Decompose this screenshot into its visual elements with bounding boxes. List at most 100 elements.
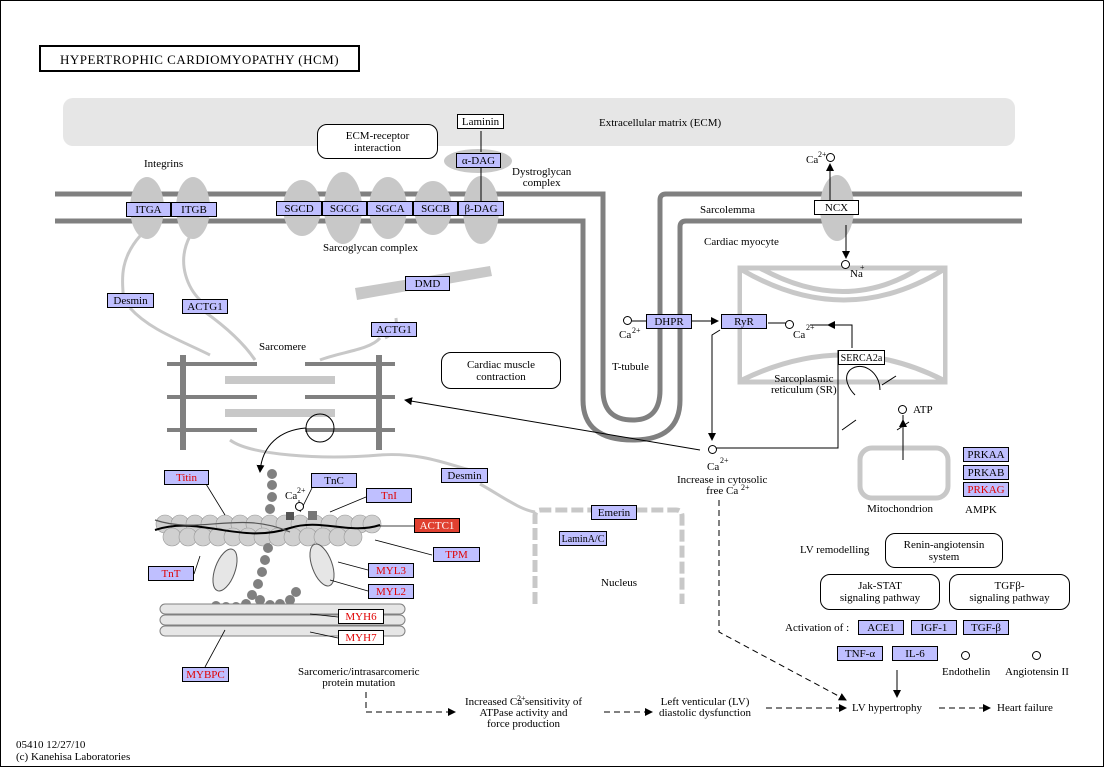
label-cardiac-myocyte: Cardiac myocyte xyxy=(704,236,779,248)
mitochondrion xyxy=(857,445,951,501)
compound-ca-ryr[interactable] xyxy=(785,320,794,329)
label-dystroglycan: Dystroglycan complex xyxy=(512,166,572,189)
map-cardiac-contraction[interactable]: Cardiac muscle contraction xyxy=(441,352,561,389)
label-ca-ryr: Ca xyxy=(793,329,806,341)
superscript-2plus: 2+ xyxy=(632,326,641,335)
gene-ncx[interactable]: NCX xyxy=(814,200,859,215)
map-renin-angiotensin[interactable]: Renin-angiotensin system xyxy=(885,533,1003,568)
gene-itgb[interactable]: ITGB xyxy=(171,202,217,217)
superscript-plus: + xyxy=(860,263,865,272)
map-ecm-receptor[interactable]: ECM-receptor interaction xyxy=(317,124,438,159)
label-ca-ncx: Ca xyxy=(806,154,819,166)
label-ca-dhpr: Ca xyxy=(619,329,632,341)
label-heart-failure: Heart failure xyxy=(997,702,1053,714)
gene-myl2[interactable]: MYL2 xyxy=(368,584,414,599)
superscript-2plus: 2+ xyxy=(818,150,827,159)
label-t-tubule: T-tubule xyxy=(612,361,649,373)
gene-prkaa[interactable]: PRKAA xyxy=(963,447,1009,462)
compound-endothelin[interactable] xyxy=(961,651,970,660)
label-ca-increase: Increase in cytosolic free Ca xyxy=(677,474,768,497)
superscript-2plus: 2+ xyxy=(297,486,306,495)
gene-alpha-dag[interactable]: α-DAG xyxy=(456,153,501,168)
label-lv-remodelling: LV remodelling xyxy=(800,544,870,556)
gene-dmd[interactable]: DMD xyxy=(405,276,450,291)
compound-ca-cytosol[interactable] xyxy=(708,445,717,454)
gene-prkab[interactable]: PRKAB xyxy=(963,465,1009,480)
label-ca-tnc: Ca xyxy=(285,490,298,502)
label-endothelin: Endothelin xyxy=(942,666,991,678)
label-lv-hypertrophy: LV hypertrophy xyxy=(852,702,922,714)
gene-sgca[interactable]: SGCA xyxy=(367,201,413,216)
gene-myh7[interactable]: MYH7 xyxy=(338,630,384,645)
gene-titin[interactable]: Titin xyxy=(164,470,209,485)
footer-code: 05410 12/27/10 xyxy=(16,739,86,751)
map-tgfb[interactable]: TGFβ- signaling pathway xyxy=(949,574,1070,610)
page-title: HYPERTROPHIC CARDIOMYOPATHY (HCM) xyxy=(39,45,360,72)
superscript-2plus: 2+ xyxy=(720,456,729,465)
label-increased-ca-sensitivity: Increased Ca sensitivity of ATPase activ… xyxy=(465,696,582,730)
compound-ca-dhpr[interactable] xyxy=(623,316,632,325)
gene-mybpc[interactable]: MYBPC xyxy=(182,667,229,682)
label-mitochondrion: Mitochondrion xyxy=(867,503,933,515)
gene-tnt[interactable]: TnT xyxy=(148,566,194,581)
compound-angiotensin[interactable] xyxy=(1032,651,1041,660)
ecm-band xyxy=(63,98,1015,146)
label-integrins: Integrins xyxy=(144,158,184,170)
label-nucleus: Nucleus xyxy=(601,577,638,589)
compound-ca-ncx[interactable] xyxy=(826,153,835,162)
gene-sgcg[interactable]: SGCG xyxy=(322,201,367,216)
gene-ace1[interactable]: ACE1 xyxy=(858,620,904,635)
gene-serca2a[interactable]: SERCA2a xyxy=(838,350,885,365)
gene-prkag[interactable]: PRKAG xyxy=(963,482,1009,497)
gene-tpm[interactable]: TPM xyxy=(433,547,480,562)
superscript-2plus: 2+ xyxy=(806,323,815,332)
gene-lamin-ac[interactable]: LaminA/C xyxy=(559,531,607,546)
gene-emerin[interactable]: Emerin xyxy=(591,505,637,520)
gene-ryr[interactable]: RyR xyxy=(721,314,767,329)
thin-filament xyxy=(155,514,382,547)
sarcoplasmic-reticulum xyxy=(737,265,948,385)
gene-myl3[interactable]: MYL3 xyxy=(368,563,414,578)
label-sarcoglycan: Sarcoglycan complex xyxy=(323,242,418,254)
superscript-2plus: 2+ xyxy=(517,694,526,703)
gene-igf1[interactable]: IGF-1 xyxy=(911,620,957,635)
label-angiotensin: Angiotensin II xyxy=(1005,666,1069,678)
sarcolemma-membrane xyxy=(55,191,1022,443)
gene-tni[interactable]: TnI xyxy=(366,488,412,503)
label-ecm: Extracellular matrix (ECM) xyxy=(599,117,722,129)
superscript-2plus: 2+ xyxy=(741,483,750,492)
compound-na[interactable] xyxy=(841,260,850,269)
compound-atp[interactable] xyxy=(898,405,907,414)
gene-actc1[interactable]: ACTC1 xyxy=(414,518,460,533)
map-jak-stat[interactable]: Jak-STAT signaling pathway xyxy=(820,574,940,610)
gene-desmin-2[interactable]: Desmin xyxy=(441,468,488,483)
gene-actg1-b[interactable]: ACTG1 xyxy=(371,322,417,337)
label-sarcomere: Sarcomere xyxy=(259,341,307,353)
label-activation-of: Activation of : xyxy=(785,622,850,634)
label-na: Na xyxy=(850,268,863,280)
gene-desmin-1[interactable]: Desmin xyxy=(107,293,154,308)
gene-beta-dag[interactable]: β-DAG xyxy=(458,201,504,216)
gene-tgfb[interactable]: TGF-β xyxy=(963,620,1009,635)
gene-il6[interactable]: IL-6 xyxy=(892,646,938,661)
compound-ca-tnc[interactable] xyxy=(295,502,304,511)
label-lv-dysfunction: Left venticular (LV) diastolic dysfuncti… xyxy=(659,696,751,719)
label-atp: ATP xyxy=(913,404,933,416)
gene-tnfa[interactable]: TNF-α xyxy=(837,646,883,661)
gene-tnc[interactable]: TnC xyxy=(311,473,357,488)
label-sarcomeric-mutation: Sarcomeric/intrasarcomeric protein mutat… xyxy=(298,666,420,689)
footer-copyright: (c) Kanehisa Laboratories xyxy=(16,751,131,763)
label-ampk: AMPK xyxy=(965,504,997,516)
gene-itga[interactable]: ITGA xyxy=(126,202,171,217)
nucleus-envelope xyxy=(532,507,685,604)
label-sr: Sarcoplasmic reticulum (SR) xyxy=(771,373,837,396)
gene-sgcd[interactable]: SGCD xyxy=(276,201,322,216)
gene-laminin[interactable]: Laminin xyxy=(457,114,504,129)
gene-sgcb[interactable]: SGCB xyxy=(413,201,458,216)
label-sarcolemma: Sarcolemma xyxy=(700,204,755,216)
gene-dhpr[interactable]: DHPR xyxy=(646,314,692,329)
gene-actg1-a[interactable]: ACTG1 xyxy=(182,299,228,314)
gene-myh6[interactable]: MYH6 xyxy=(338,609,384,624)
label-ca-cytosol: Ca xyxy=(707,461,720,473)
